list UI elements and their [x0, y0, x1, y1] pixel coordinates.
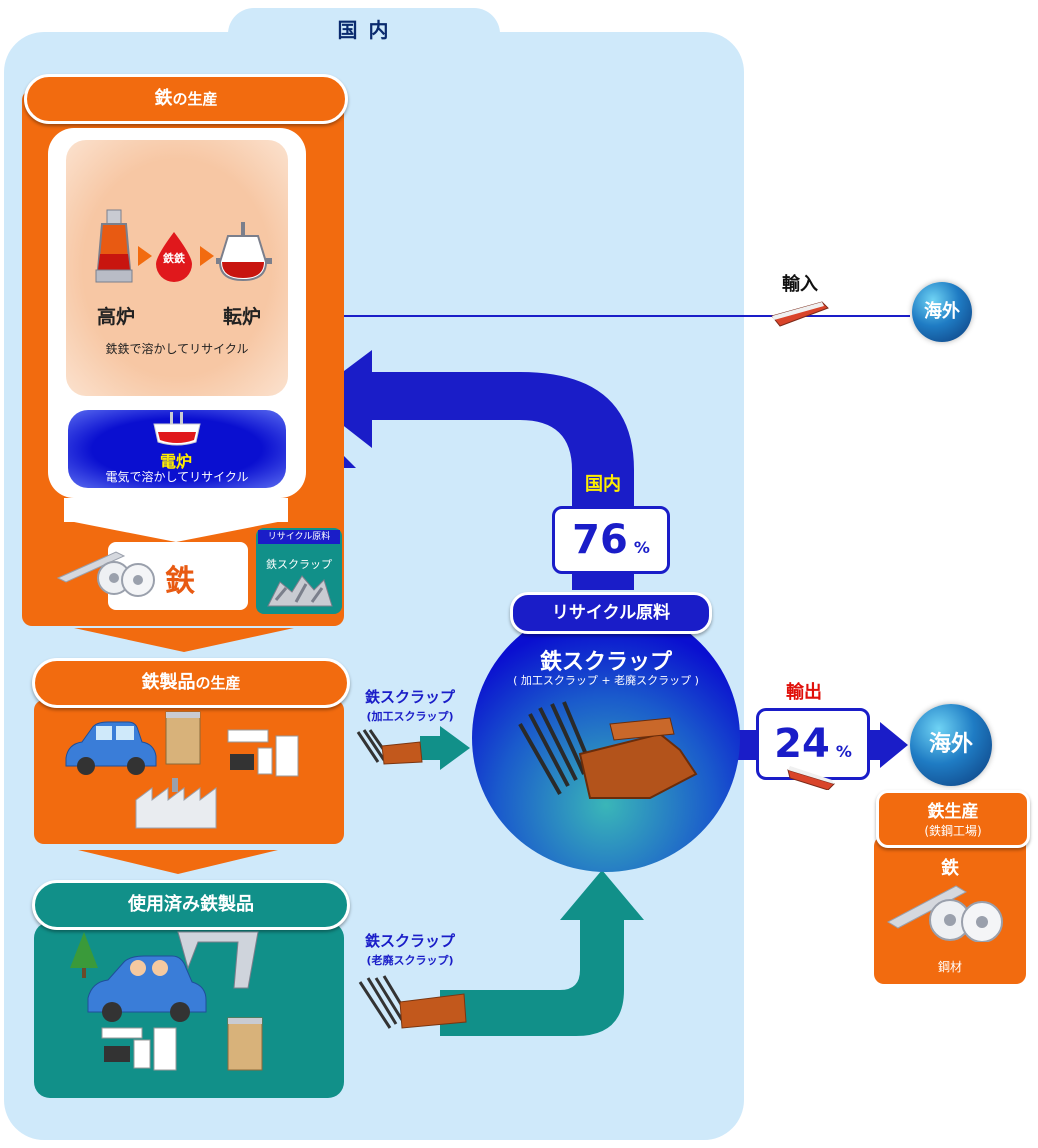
processing-scrap-sublabel: (加工スクラップ): [366, 710, 454, 723]
chevron-right-icon: [138, 246, 152, 266]
iron-products-title-main: 鉄製品: [141, 672, 196, 693]
converter-label: 転炉: [222, 306, 261, 328]
chevron-right-icon: [200, 246, 214, 266]
blast-furnace-label: 高炉: [96, 306, 135, 328]
electric-furnace-icon: [153, 412, 201, 446]
blast-furnace-icon: [95, 209, 133, 283]
scrap-pile-icon: [267, 575, 333, 607]
processing-scrap-pile-icon: [356, 729, 423, 765]
appliances-icon: [101, 1027, 177, 1071]
can-icon: [165, 711, 201, 765]
used-products-illustration: [70, 931, 263, 1071]
overseas-production-title-box: 鉄生産 (鉄鋼工場): [876, 790, 1030, 848]
export-share-value: 24: [774, 721, 830, 767]
overseas-caption: 鋼材: [937, 960, 962, 974]
domestic-share-label: 国内: [585, 474, 621, 495]
iron-production-title: 鉄の生産: [24, 74, 348, 124]
tree-icon: [70, 932, 98, 978]
iron-label: 鉄: [165, 564, 195, 599]
steel-coil-icon: [886, 885, 1003, 942]
products-down-arrow: [78, 850, 278, 874]
export-share-unit: %: [835, 742, 852, 761]
obsolete-scrap-sublabel: (老廃スクラップ): [366, 954, 454, 967]
can-icon: [227, 1017, 263, 1071]
iron-products-title-suffix: の生産: [195, 674, 241, 692]
recycle-tag-small: リサイクル原料: [258, 530, 340, 544]
scrap-pool-pile-icon: [518, 701, 698, 799]
car-icon: [65, 721, 157, 775]
factory-icon: [135, 778, 217, 829]
export-share-box: 24%: [756, 708, 870, 780]
pig-iron-label: 鉄鉄: [163, 252, 185, 265]
bof-caption: 鉄鉄で溶かしてリサイクル: [105, 342, 249, 356]
scrap-pool-circle: [472, 604, 740, 872]
eaf-label: 電炉: [159, 452, 192, 471]
domestic-return-arrow: [308, 350, 634, 590]
used-products-title: 使用済み鉄製品: [32, 880, 350, 930]
eaf-area: [68, 410, 286, 488]
appliance-icon: [227, 729, 299, 777]
pig-iron-drop-icon: [156, 232, 192, 282]
products-illustration: [65, 711, 299, 829]
import-label: 輸入: [782, 274, 818, 295]
recycle-source-tag: リサイクル原料: [510, 592, 712, 634]
obsolete-scrap-pile-icon: [358, 975, 467, 1029]
eaf-caption: 電気で溶かしてリサイクル: [105, 470, 249, 484]
overseas-iron-label: 鉄: [941, 858, 959, 879]
iron-production-title-main: 鉄: [154, 88, 173, 109]
export-globe: 海外: [910, 704, 992, 786]
ship-icon: [787, 766, 835, 790]
overseas-production-subtitle: (鉄鋼工場): [924, 824, 982, 838]
car-with-family-icon: [87, 955, 207, 1022]
ship-icon: [771, 301, 829, 327]
converter-icon: [216, 222, 272, 282]
domestic-share-box: 76%: [552, 506, 670, 574]
obsolete-scrap-label: 鉄スクラップ: [364, 932, 455, 950]
domestic-share-unit: %: [633, 538, 650, 557]
export-label: 輸出: [786, 682, 822, 703]
processing-scrap-arrow: [420, 726, 470, 770]
production-down-arrow: [74, 628, 294, 652]
funnel-arrow: [64, 520, 288, 542]
obsolete-scrap-arrow: [440, 870, 644, 1036]
iron-products-title: 鉄製品の生産: [32, 658, 350, 708]
overseas-production-title: 鉄生産: [927, 802, 979, 822]
funnel-neck: [64, 498, 288, 522]
scrap-pool-title: 鉄スクラップ: [539, 650, 672, 675]
scrap-pool-subtitle: ( 加工スクラップ + 老廃スクラップ ): [513, 674, 699, 687]
processing-scrap-label: 鉄スクラップ: [364, 688, 455, 706]
domestic-title: 国 内: [337, 18, 391, 42]
domestic-share-value: 76: [572, 517, 628, 563]
bridge-icon: [177, 931, 259, 989]
iron-production-title-suffix: の生産: [172, 90, 218, 108]
import-globe: 海外: [912, 282, 972, 342]
scrap-feed-label: 鉄スクラップ: [266, 558, 332, 571]
steel-coil-icon: [56, 551, 155, 597]
